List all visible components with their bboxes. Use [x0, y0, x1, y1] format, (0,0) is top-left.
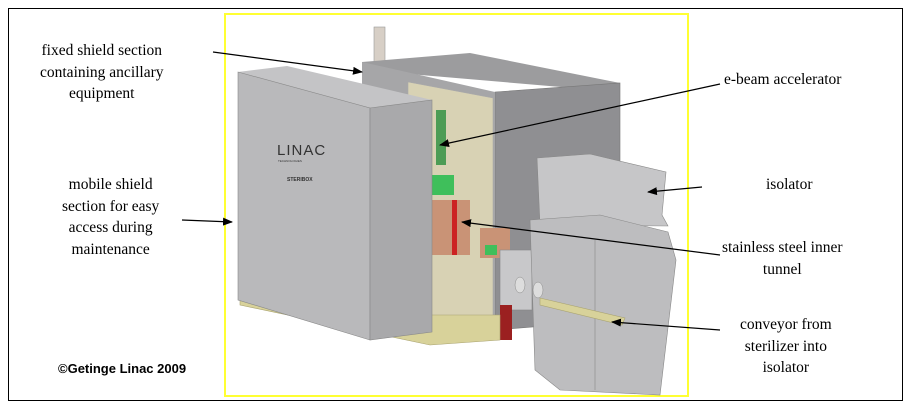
arrow-tunnel — [461, 219, 721, 256]
label-line: containing ancillary — [40, 63, 164, 81]
mobile-shield-section: LINAC TECHNOLOGIES STERIBOX — [237, 66, 433, 341]
logo-product: STERIBOX — [287, 177, 313, 183]
label-line: sterilizer into — [744, 337, 827, 355]
label-mobile-shield: mobile shield section for easy access du… — [62, 174, 159, 260]
label-line: maintenance — [71, 240, 150, 258]
label-line: equipment — [69, 85, 135, 102]
arrow-mobile-shield — [181, 217, 233, 226]
label-line: conveyor from — [740, 316, 832, 333]
label-line: section for easy — [62, 197, 160, 215]
label-conveyor: conveyor from sterilizer into isolator — [740, 314, 832, 379]
label-tunnel: stainless steel inner tunnel — [722, 237, 843, 280]
label-line: access during — [68, 219, 153, 236]
isolator-unit — [514, 153, 677, 396]
copyright-notice: ©Getinge Linac 2009 — [58, 361, 187, 376]
logo-brand: LINAC — [277, 142, 326, 159]
arrow-conveyor — [611, 318, 721, 331]
arrow-fixed-shield — [212, 51, 363, 75]
label-line: tunnel — [762, 260, 802, 278]
arrow-isolator — [647, 186, 703, 196]
arrow-ebeam — [439, 83, 721, 147]
outer-border — [8, 8, 903, 401]
logo-sub: TECHNOLOGIES — [278, 159, 302, 163]
label-line: isolator — [762, 359, 810, 376]
label-line: stainless steel inner — [722, 239, 843, 256]
label-isolator: isolator — [766, 176, 813, 193]
label-fixed-shield: fixed shield section containing ancillar… — [40, 40, 164, 105]
label-line: fixed shield section — [41, 42, 163, 59]
label-line: mobile shield — [68, 176, 153, 193]
highlight-frame — [224, 13, 689, 397]
label-ebeam: e-beam accelerator — [724, 71, 842, 88]
